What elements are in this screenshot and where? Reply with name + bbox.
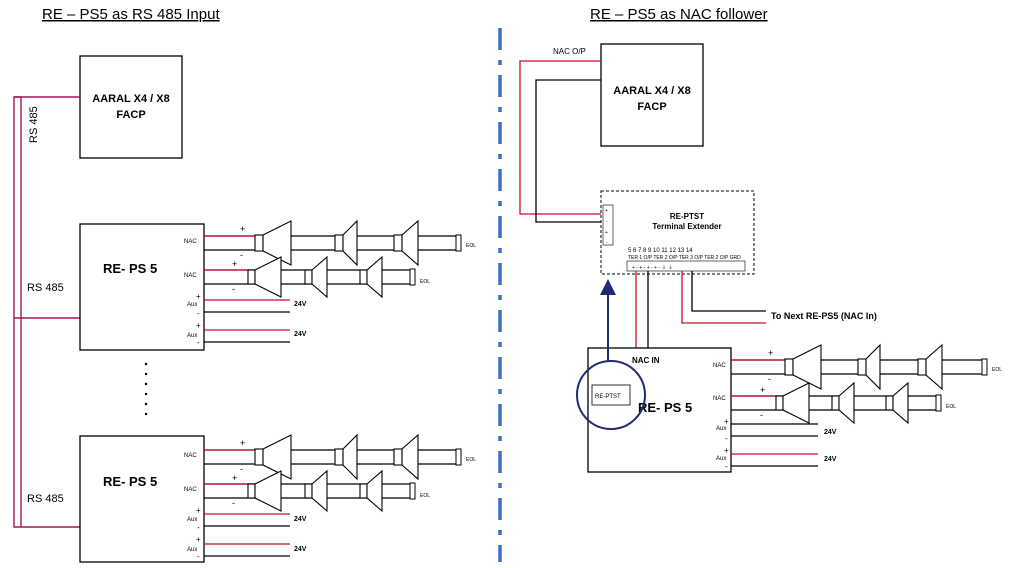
- right-ps5-unit: NAC IN RE- PS 5 RE-PTST NAC NAC Aux Aux: [587, 347, 732, 473]
- right-nac1-plus: +: [768, 348, 773, 358]
- terminal-sublabels: TER 1 O/P TER 2 O/P TER 3 O/P TER 2 O/P …: [628, 255, 741, 261]
- aux1-24v: 24V: [294, 301, 307, 308]
- aux2-24v: 24V: [294, 331, 307, 338]
- right-ps5-label: RE- PS 5: [638, 400, 692, 415]
- eol-2: EOL: [420, 279, 430, 285]
- right-eol-1: EOL: [992, 367, 1002, 373]
- right-nac2-horns: [775, 381, 909, 425]
- aux1-label: Aux: [187, 302, 197, 308]
- right-aux1-label: Aux: [716, 426, 726, 432]
- right-aux1-24v: 24V: [824, 429, 837, 436]
- nac3-minus: -: [240, 464, 243, 474]
- aux1-plus: +: [196, 292, 201, 301]
- rs485-vertical-label: RS 485: [28, 106, 40, 143]
- svg-text:+ - + - + - + - ⏚ ⏚: + - + - + - + - ⏚ ⏚: [632, 264, 673, 271]
- rs485-bus: [13, 96, 80, 528]
- right-facp-label-2: FACP: [637, 101, 666, 113]
- nac1-label: NAC: [184, 239, 197, 245]
- rs485-label-2: RS 485: [27, 493, 64, 505]
- right-eol-2: EOL: [946, 404, 956, 410]
- right-nac2-label: NAC: [713, 396, 726, 402]
- eol-4: EOL: [420, 493, 430, 499]
- ptst-small-label: RE-PTST: [595, 394, 621, 400]
- svg-text:+: +: [605, 230, 608, 236]
- nac2-plus: +: [232, 259, 237, 269]
- aux2-minus: -: [197, 338, 200, 347]
- nac4-minus: -: [232, 498, 235, 508]
- ptst-subtitle: Terminal Extender: [652, 222, 721, 231]
- aux3-minus: -: [197, 523, 200, 532]
- right-aux2-24v: 24V: [824, 456, 837, 463]
- aux2-label: Aux: [187, 333, 197, 339]
- right-facp-label-1: AARAL X4 / X8: [613, 85, 690, 97]
- aux3-24v: 24V: [294, 516, 307, 523]
- right-aux2-plus: +: [724, 446, 729, 455]
- aux4-label: Aux: [187, 547, 197, 553]
- eol-1: EOL: [466, 243, 476, 249]
- rs485-label-1: RS 485: [27, 282, 64, 294]
- right-title: RE – PS5 as NAC follower: [590, 6, 768, 23]
- left-ps5-unit-2: RE- PS 5 NAC NAC Aux Aux + - EOL + -: [79, 433, 476, 563]
- to-next-label: To Next RE-PS5 (NAC In): [771, 311, 877, 321]
- right-aux2-minus: -: [725, 462, 728, 471]
- nac3-label: NAC: [184, 453, 197, 459]
- right-nac1-horns: [784, 343, 943, 391]
- nac-in-label: NAC IN: [632, 356, 660, 365]
- right-facp-box: AARAL X4 / X8 FACP: [600, 43, 704, 147]
- nac-op-label: NAC O/P: [553, 47, 586, 56]
- ps5-label-2: RE- PS 5: [103, 474, 157, 489]
- nac4-plus: +: [232, 473, 237, 483]
- svg-text:+: +: [605, 208, 608, 214]
- nac1-plus: +: [240, 224, 245, 234]
- aux4-24v: 24V: [294, 546, 307, 553]
- left-facp-label-2: FACP: [116, 109, 145, 121]
- nac2-label: NAC: [184, 273, 197, 279]
- right-aux1-minus: -: [725, 434, 728, 443]
- left-title: RE – PS5 as RS 485 Input: [42, 6, 220, 23]
- left-ps5-unit-1: RE- PS 5 NAC NAC Aux Aux + - EOL + -: [79, 219, 476, 351]
- left-facp-label-1: AARAL X4 / X8: [92, 93, 169, 105]
- aux3-label: Aux: [187, 517, 197, 523]
- right-nac2-plus: +: [760, 385, 765, 395]
- ptst-output-wires: [635, 271, 766, 348]
- re-ptst-terminal-extender: RE-PTST Terminal Extender + - + - 5 6 7 …: [600, 190, 755, 275]
- continuation-dots: [144, 362, 148, 416]
- right-aux1-plus: +: [724, 417, 729, 426]
- ps5-label: RE- PS 5: [103, 261, 157, 276]
- facp-to-ptst-wires: [519, 60, 601, 223]
- ptst-title: RE-PTST: [670, 212, 704, 221]
- right-nac1-minus: -: [768, 374, 771, 384]
- aux1-minus: -: [197, 309, 200, 318]
- nac3-plus: +: [240, 438, 245, 448]
- aux4-plus: +: [196, 535, 201, 544]
- terminal-numbers: 5 6 7 8 9 10 11 12 13 14: [628, 248, 693, 254]
- right-aux-wires: [731, 423, 818, 467]
- nac2-minus: -: [232, 284, 235, 294]
- right-nac2-minus: -: [760, 410, 763, 420]
- aux4-minus: -: [197, 552, 200, 561]
- svg-text:-: -: [606, 219, 608, 225]
- aux3-plus: +: [196, 506, 201, 515]
- svg-text:-: -: [606, 240, 608, 246]
- left-facp-box: AARAL X4 / X8 FACP: [79, 55, 183, 159]
- eol-3: EOL: [466, 457, 476, 463]
- right-aux2-label: Aux: [716, 456, 726, 462]
- nac1-minus: -: [240, 250, 243, 260]
- right-nac1-label: NAC: [713, 363, 726, 369]
- aux2-plus: +: [196, 321, 201, 330]
- nac4-label: NAC: [184, 487, 197, 493]
- ptst-highlight-circle: [576, 360, 646, 430]
